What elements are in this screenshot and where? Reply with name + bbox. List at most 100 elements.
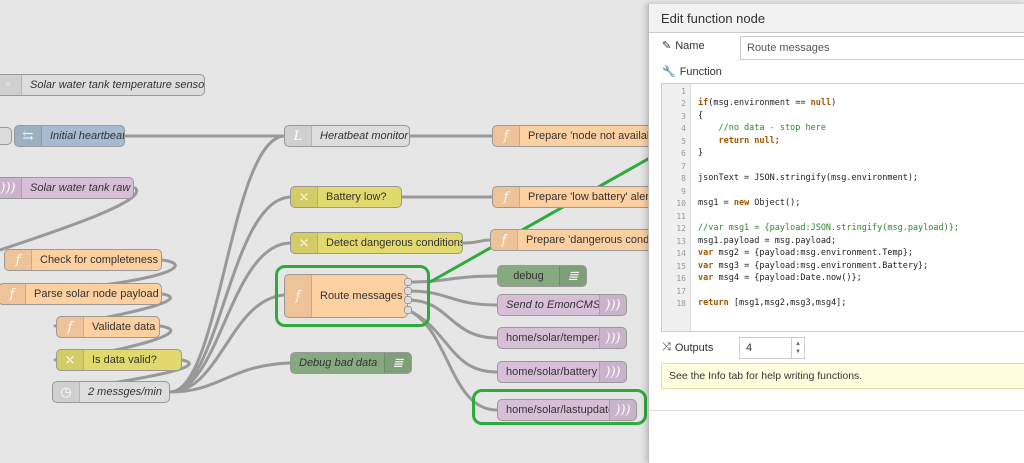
debug-bad-label: Debug bad data <box>299 357 378 369</box>
switch-icon: ⤬ <box>291 187 318 207</box>
mqtt-icon: ))) <box>0 178 22 198</box>
completeness-function-node[interactable]: f Check for completeness <box>4 249 162 271</box>
validate-function-node[interactable]: f Validate data <box>56 316 160 338</box>
heartbeat-inject-node[interactable]: ⇆ Initial heartbeat <box>14 125 125 147</box>
name-input[interactable]: Route messages <box>740 36 1024 60</box>
switch-icon: ⤬ <box>57 350 84 370</box>
debug-label: debug <box>513 270 544 282</box>
line-number: 13 <box>676 237 686 246</box>
line-number: 6 <box>681 149 686 158</box>
emon-label: Send to EmonCMS <box>506 299 599 311</box>
spinner-arrows-icon[interactable]: ▲▼ <box>791 338 804 358</box>
code-line: jsonText = JSON.stringify(msg.environmen… <box>698 173 919 183</box>
line-number: 11 <box>676 212 686 221</box>
not-available-function-node[interactable]: f Prepare 'node not available' <box>492 125 662 147</box>
code-token: msg1 = <box>698 198 734 208</box>
line-number: 7 <box>681 162 686 171</box>
line-number: 5 <box>681 137 686 146</box>
temperature-mqtt-node[interactable]: home/solar/temperature ))) <box>497 327 627 349</box>
code-line: var msg2 = {payload:msg.environment.Temp… <box>698 248 913 258</box>
completeness-label: Check for completeness <box>40 254 158 266</box>
sensor-node[interactable]: ◦ Solar water tank temperature sensor <box>0 74 205 96</box>
battery-mqtt-node[interactable]: home/solar/battery ))) <box>497 361 627 383</box>
route-output-port-2[interactable] <box>404 287 412 295</box>
code-comment: //no data - stop here <box>698 123 826 133</box>
function-label: Function <box>679 65 722 78</box>
name-label: Name <box>675 39 705 52</box>
monitor-node[interactable]: L Heratbeat monitor <box>284 125 410 147</box>
line-number: 16 <box>676 274 686 283</box>
code-token: return <box>698 298 729 308</box>
danger-label: Detect dangerous conditions <box>326 237 462 249</box>
sensor-node-label: Solar water tank temperature sensor <box>30 79 204 91</box>
line-number: 8 <box>681 174 686 183</box>
raw-mqtt-node[interactable]: ))) Solar water tank raw <box>0 177 134 199</box>
route-label: Route messages <box>320 290 403 302</box>
raw-label: Solar water tank raw <box>30 182 131 194</box>
code-line: msg1.payload = msg.payload; <box>698 236 837 246</box>
mqtt-icon: ))) <box>599 362 626 382</box>
outputs-row: ⤨ Outputs <box>662 341 713 354</box>
debug-list-icon: ≣ <box>384 353 411 373</box>
route-function-node[interactable]: f Route messages <box>284 274 408 318</box>
code-token: msg4 = {payload:Date.now()}; <box>713 273 862 283</box>
valid-label: Is data valid? <box>92 354 157 366</box>
inject-button[interactable] <box>0 127 12 145</box>
outputs-spinner[interactable]: 4 ▲▼ <box>739 337 805 359</box>
danger-switch-node[interactable]: ⤬ Detect dangerous conditions <box>290 232 463 254</box>
info-tip: See the Info tab for help writing functi… <box>661 363 1024 389</box>
function-icon: f <box>491 230 518 250</box>
validate-label: Validate data <box>92 321 156 333</box>
low-battery-label: Prepare 'low battery' alert <box>528 191 651 203</box>
mqtt-icon: ))) <box>609 400 636 420</box>
mqtt-icon: ))) <box>599 295 626 315</box>
lastupdate-highlight <box>472 389 647 425</box>
code-line: var msg3 = {payload:msg.environment.Batt… <box>698 261 928 271</box>
route-output-port-4[interactable] <box>404 306 412 314</box>
battery-label: Battery low? <box>326 191 387 203</box>
line-number: 18 <box>676 299 686 308</box>
code-line: } <box>698 148 704 158</box>
clock-icon: ◷ <box>53 382 80 402</box>
code-line: msg1 = new Object(); <box>698 198 800 208</box>
code-editor[interactable]: 1 2 3 4 5 6 7 8 9 10 11 12 13 14 15 16 1… <box>661 83 1024 332</box>
function-icon: f <box>285 275 312 317</box>
debug-bad-node[interactable]: Debug bad data ≣ <box>290 352 412 374</box>
code-token: new <box>733 198 750 208</box>
low-battery-function-node[interactable]: f Prepare 'low battery' alert <box>492 186 652 208</box>
code-line: if(msg.environment == null) <box>698 98 836 108</box>
trigger-icon: L <box>285 126 312 146</box>
function-icon: f <box>57 317 84 337</box>
not-available-label: Prepare 'node not available' <box>528 130 661 142</box>
code-token: ) <box>831 98 837 108</box>
name-row: ✎ Name <box>662 39 705 53</box>
line-number: 4 <box>681 124 686 133</box>
danger-alert-function-node[interactable]: f Prepare 'dangerous conditions' <box>490 229 662 251</box>
route-output-port-3[interactable] <box>404 296 412 304</box>
lastupdate-mqtt-node[interactable]: home/solar/lastupdate ))) <box>497 399 637 421</box>
code-token: msg3 = {payload:msg.environment.Battery}… <box>713 261 929 271</box>
line-number: 3 <box>681 112 686 121</box>
route-output-port-1[interactable] <box>404 278 412 286</box>
panel-title: Edit function node <box>649 4 1024 33</box>
emoncms-node[interactable]: Send to EmonCMS ))) <box>497 294 627 316</box>
line-number: 17 <box>676 287 686 296</box>
battery-switch-node[interactable]: ⤬ Battery low? <box>290 186 402 208</box>
function-icon: f <box>0 284 26 304</box>
monitor-label: Heratbeat monitor <box>320 130 409 142</box>
code-comment: //var msg1 = {payload:JSON.stringify(msg… <box>698 223 959 233</box>
line-number: 15 <box>676 262 686 271</box>
switch-icon: ⤬ <box>291 233 318 253</box>
function-icon: f <box>5 250 32 270</box>
debug-list-icon: ≣ <box>559 266 586 286</box>
parse-function-node[interactable]: f Parse solar node payload <box>0 283 162 305</box>
code-token: var <box>698 248 714 258</box>
debug-node[interactable]: debug ≣ <box>497 265 587 287</box>
mqtt-icon: ))) <box>599 328 626 348</box>
line-number: 14 <box>676 249 686 258</box>
rate-delay-node[interactable]: ◷ 2 messges/min <box>52 381 170 403</box>
code-token: (msg.environment == <box>708 98 811 108</box>
code-token: Object(); <box>749 198 801 208</box>
tag-icon: ✎ <box>662 40 672 52</box>
valid-switch-node[interactable]: ⤬ Is data valid? <box>56 349 182 371</box>
